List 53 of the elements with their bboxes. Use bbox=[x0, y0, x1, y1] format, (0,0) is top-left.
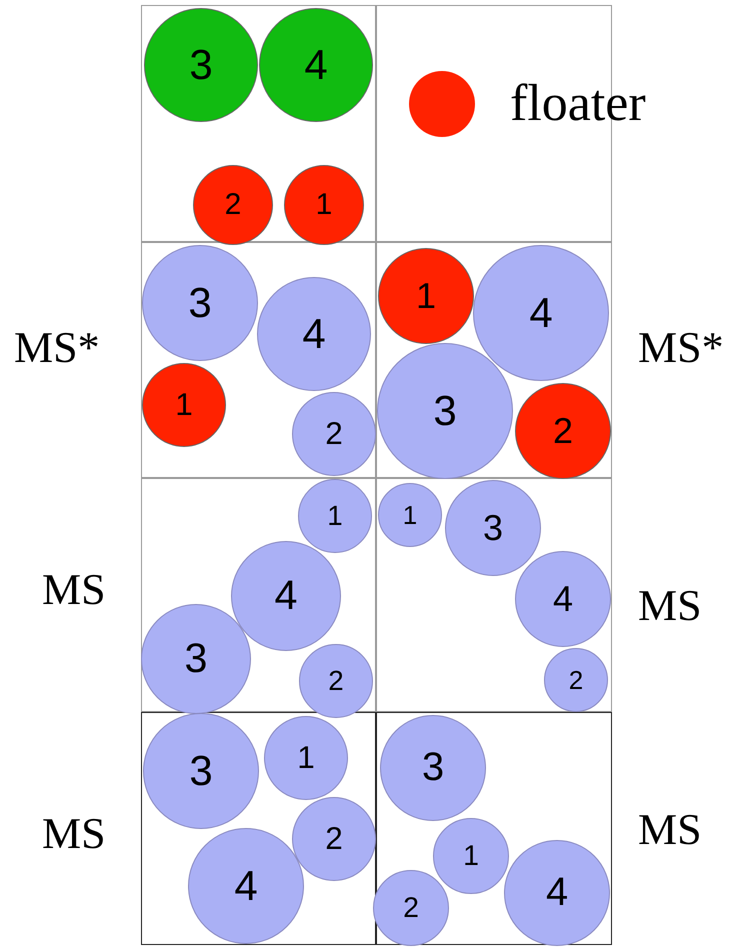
disc-number: 4 bbox=[274, 575, 298, 617]
disc-number: 4 bbox=[302, 313, 326, 355]
disc bbox=[292, 392, 376, 476]
disc-number: 1 bbox=[316, 190, 332, 220]
row-label: MS bbox=[638, 584, 702, 628]
disc-number: 1 bbox=[402, 502, 418, 528]
row-label: MS* bbox=[14, 326, 100, 370]
disc-number: 3 bbox=[188, 282, 212, 324]
disc-number: 2 bbox=[552, 413, 574, 449]
disc-number: 3 bbox=[189, 750, 213, 792]
grid-square bbox=[376, 242, 612, 478]
disc bbox=[142, 245, 258, 361]
disc bbox=[544, 648, 608, 712]
disc-number: 2 bbox=[325, 823, 343, 855]
disc bbox=[373, 870, 449, 946]
grid-square bbox=[141, 712, 376, 945]
row-label: MS bbox=[42, 568, 106, 612]
disc bbox=[299, 644, 373, 718]
grid-square bbox=[376, 478, 612, 712]
disc-number: 3 bbox=[422, 748, 444, 788]
disc-number: 3 bbox=[433, 390, 457, 432]
disc-number: 2 bbox=[328, 667, 344, 695]
disc-number: 1 bbox=[297, 742, 315, 774]
disc-number: 4 bbox=[546, 873, 568, 913]
row-label: MS bbox=[638, 808, 702, 852]
disc-number: 1 bbox=[463, 842, 479, 870]
grid-square bbox=[141, 5, 376, 242]
row-label: MS bbox=[42, 812, 106, 856]
grid-square bbox=[141, 242, 376, 478]
disc bbox=[504, 840, 610, 946]
disc-number: 2 bbox=[403, 894, 419, 922]
disc-number: 3 bbox=[482, 510, 504, 546]
disc-number: 4 bbox=[552, 581, 574, 617]
disc bbox=[380, 715, 486, 821]
disc-number: 1 bbox=[327, 502, 343, 530]
disc-number: 4 bbox=[529, 292, 553, 334]
disc-number: 4 bbox=[304, 44, 328, 86]
disc-number: 2 bbox=[568, 667, 584, 693]
disc bbox=[143, 713, 259, 829]
disc bbox=[298, 479, 372, 553]
legend-label: floater bbox=[510, 78, 646, 130]
disc-number: 3 bbox=[184, 638, 208, 680]
disc-number: 2 bbox=[325, 418, 343, 450]
disc-number: 4 bbox=[234, 865, 258, 907]
disc-number: 1 bbox=[416, 278, 436, 314]
disc bbox=[515, 383, 611, 479]
disc bbox=[433, 818, 509, 894]
disc-number: 2 bbox=[224, 190, 242, 220]
disc-number: 3 bbox=[189, 44, 213, 86]
disc bbox=[378, 248, 474, 344]
disc-number: 1 bbox=[175, 389, 193, 421]
grid-square bbox=[376, 712, 612, 945]
row-label: MS* bbox=[638, 326, 724, 370]
